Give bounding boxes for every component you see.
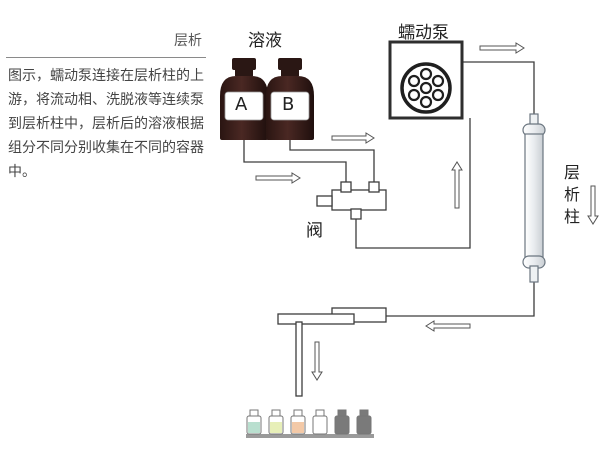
vial-4 <box>312 409 328 435</box>
vial-3 <box>290 409 306 435</box>
flow-arrows <box>255 42 599 381</box>
sidebar: 层析 图示，蠕动泵连接在层析柱的上游，将流动相、洗脱液等连续泵到层析柱中，层析后… <box>0 0 212 466</box>
tube-column-to-collector <box>386 282 535 317</box>
bottle-a <box>220 58 268 140</box>
collection-vials <box>246 409 374 438</box>
arrow-up-icon <box>451 161 463 209</box>
arrow-down-icon <box>587 185 599 225</box>
sidebar-description: 图示，蠕动泵连接在层析柱的上游，将流动相、洗脱液等连续泵到层析柱中，层析后的溶液… <box>8 68 204 180</box>
arrow-right-icon <box>255 172 301 184</box>
sidebar-title: 层析 <box>174 33 202 49</box>
peristaltic-pump <box>388 40 464 120</box>
bottle-b <box>266 58 314 140</box>
pump-rollers <box>407 67 445 109</box>
sidebar-divider <box>6 57 206 58</box>
valve-label: 阀 <box>306 221 323 241</box>
diagram-canvas <box>220 40 599 438</box>
bottle-a-label: A <box>235 94 248 115</box>
bottle-b-label: B <box>282 94 295 115</box>
arrow-down-icon <box>311 341 323 381</box>
vial-6 <box>356 409 372 435</box>
column-label: 层析柱 <box>563 163 580 226</box>
tube-bottle-a <box>243 140 347 186</box>
solution-label: 溶液 <box>248 31 282 51</box>
vial-1 <box>246 409 262 435</box>
tube-valve-to-pump <box>355 118 471 249</box>
arrow-right-icon <box>331 132 375 144</box>
pump-label: 蠕动泵 <box>398 23 449 43</box>
chromatography-diagram: 溶液 蠕动泵 阀 层析柱 A B <box>212 0 608 466</box>
arrow-right-icon <box>479 42 525 54</box>
tubing <box>243 61 535 317</box>
fraction-collector <box>277 307 387 397</box>
chromatography-column <box>522 113 546 283</box>
tube-bottle-b <box>289 140 375 186</box>
arrow-left-icon <box>425 320 471 332</box>
tube-pump-to-column <box>462 61 535 116</box>
vial-5 <box>334 409 350 435</box>
vial-2 <box>268 409 284 435</box>
valve <box>316 181 387 220</box>
